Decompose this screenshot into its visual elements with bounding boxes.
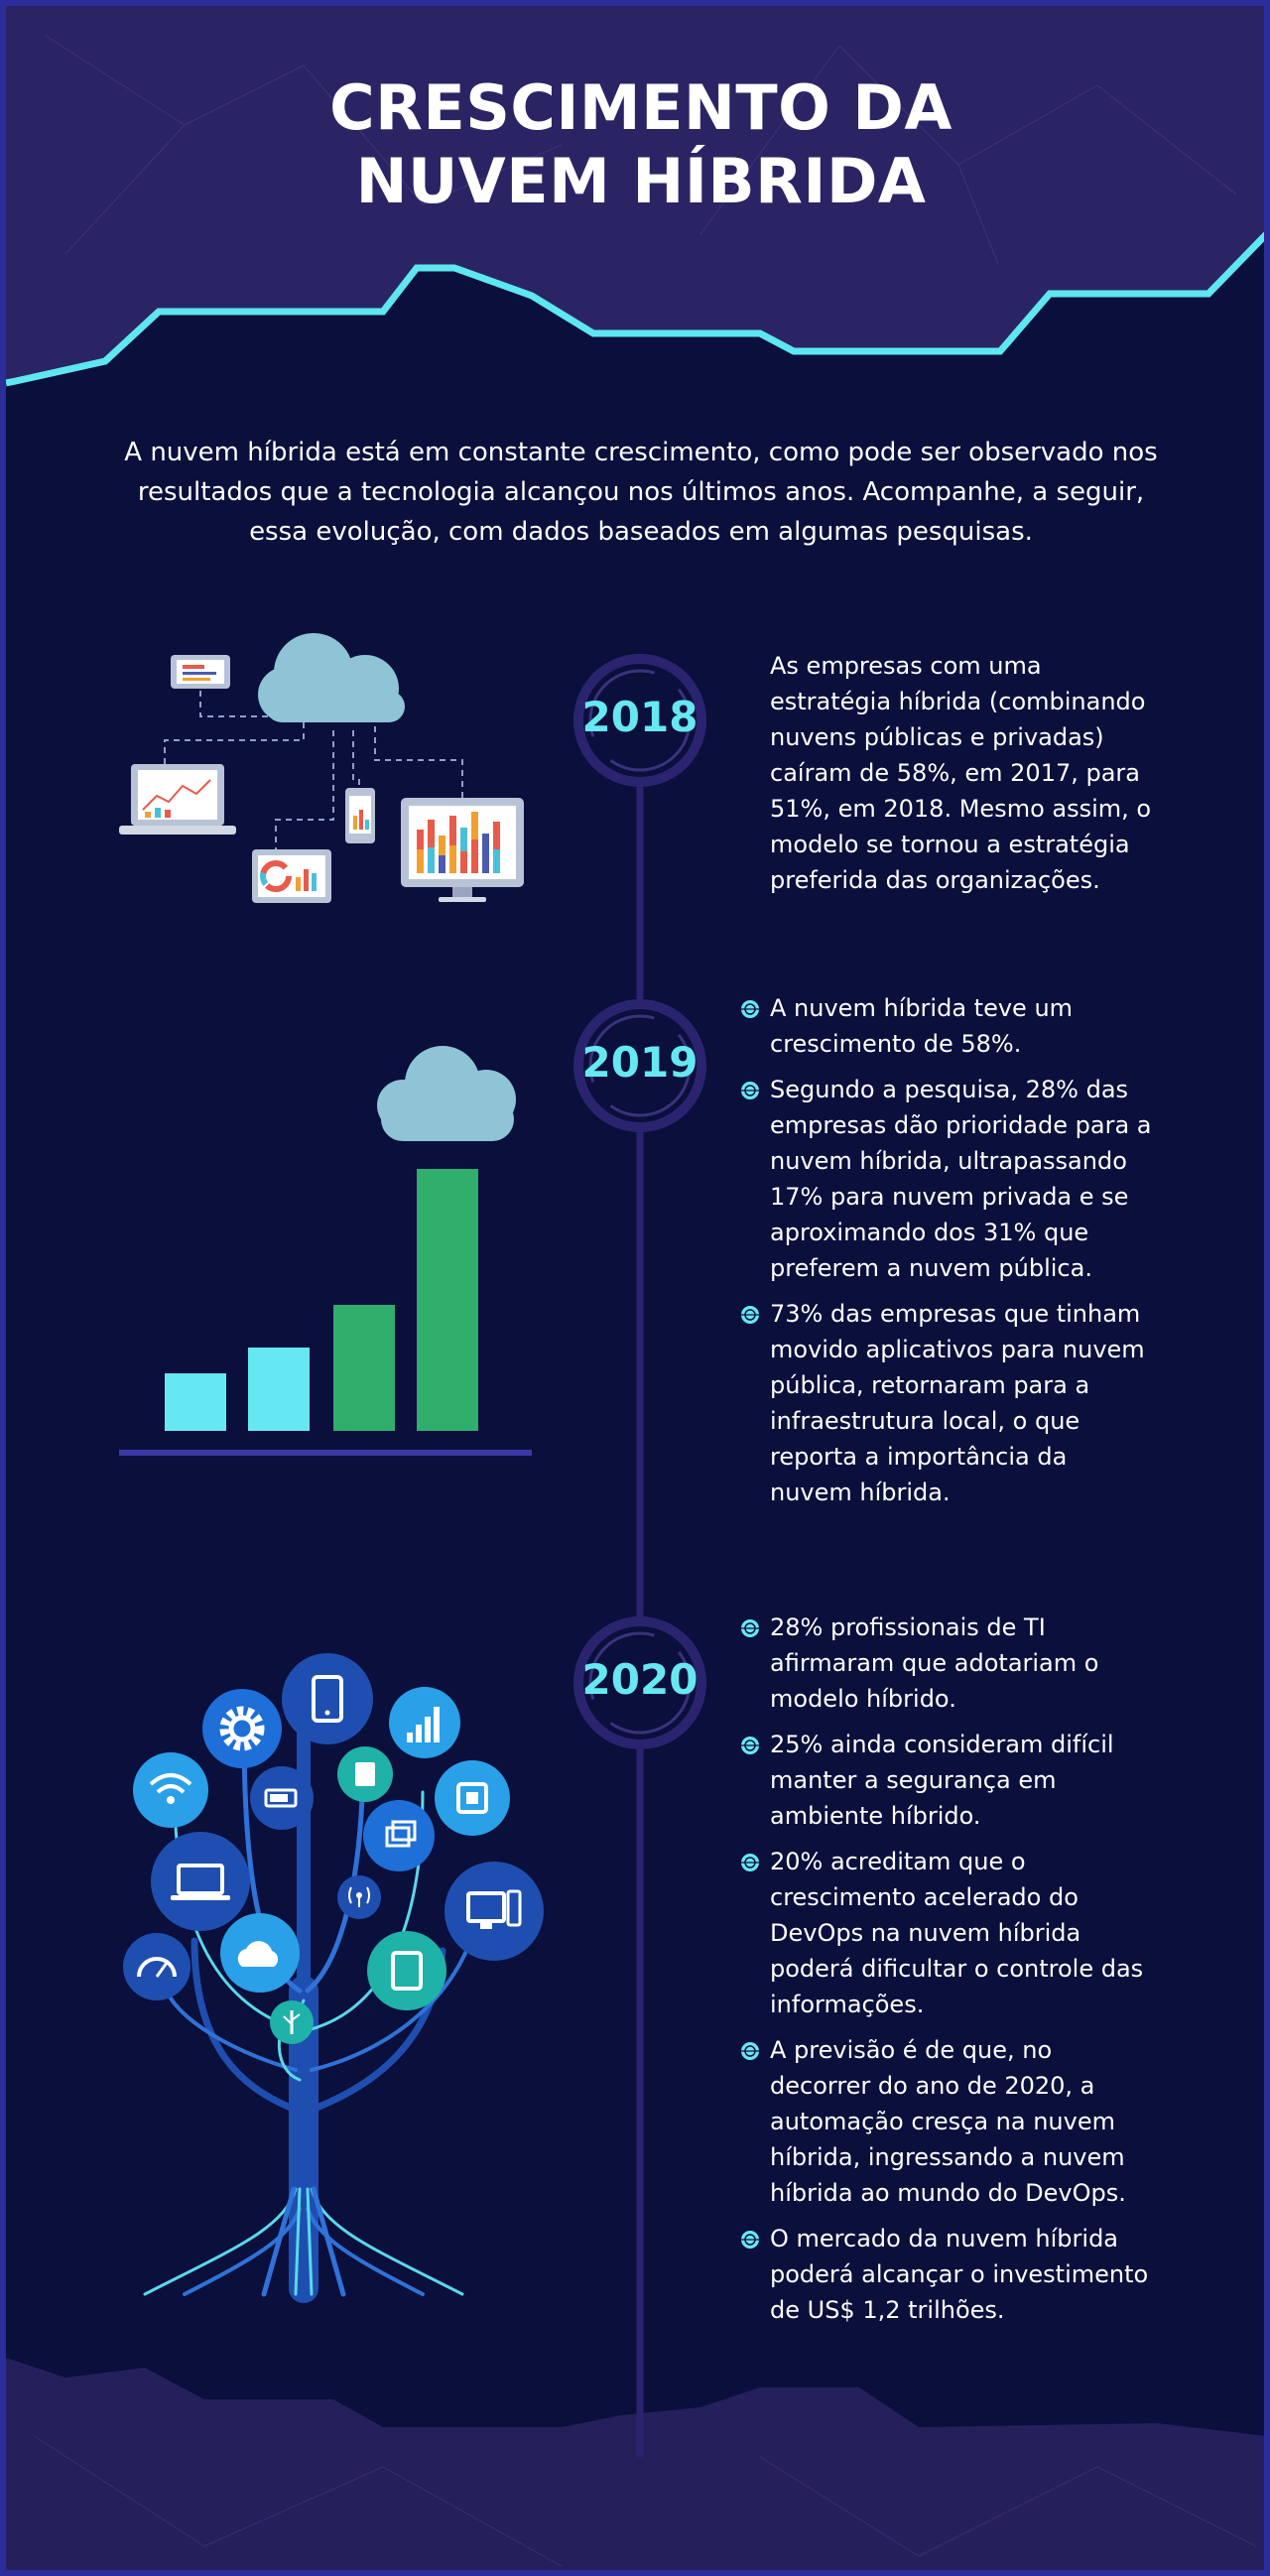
globe-bullet-icon [741,1082,759,1099]
globe-bullet-icon [741,1619,759,1637]
header-band [6,6,1264,383]
gauge-node-icon [123,1933,190,2000]
text-2018-line: modelo se tornou a estratégia [770,831,1130,858]
header-edge-line [6,231,1264,387]
growth-bar [165,1373,226,1431]
tech-tree-illustration [123,1653,544,2303]
growth-bar [248,1348,310,1431]
page-title: CRESCIMENTO DA NUVEM HÍBRIDA [6,71,1264,218]
text-2018-line: 51%, em 2018. Mesmo assim, o [770,795,1152,823]
chip-node-icon [435,1760,510,1836]
year-label-2020: 2020 [581,1655,698,1704]
gear-node-icon [202,1689,282,1768]
laptop-node-icon [151,1832,250,1931]
bullet-2019-2: Segundo a pesquisa, 28% das empresas dão… [740,1072,1167,1286]
intro-paragraph: A nuvem híbrida está em constante cresci… [105,433,1177,552]
growth-bar [417,1169,478,1431]
cloud-icon [258,633,405,722]
text-2018-line: caíram de 58%, em 2017, para [770,759,1141,787]
growth-bars [165,1169,478,1431]
phone-icon [345,788,375,843]
text-2018: As empresas com uma estratégia híbrida (… [770,648,1187,898]
footer-network-pattern [35,2436,1257,2567]
text-2018-line: estratégia híbrida (combinando [770,688,1146,715]
bullet-2020-4: A previsão é de que, no decorrer do ano … [740,2032,1167,2211]
year-ring-2020 [573,1616,706,1749]
text-2018-line: preferida das organizações. [770,866,1100,894]
footer-band [6,2358,1264,2570]
bullet-2019-1: A nuvem híbrida teve um crescimento de 5… [740,990,1167,1062]
tablet-node-icon [367,1931,446,2010]
year-ring-2019 [573,999,706,1132]
bars-baseline [119,1450,532,1456]
bullets-2019: A nuvem híbrida teve um crescimento de 5… [740,990,1167,1520]
intro-line-3: essa evolução, com dados baseados em alg… [249,517,1033,547]
computer-node-icon [444,1862,544,1961]
growth-bar [333,1305,395,1431]
report-tablet-icon [252,849,331,903]
header-network-pattern [45,35,1237,265]
cloud-sync-node-icon [220,1913,300,1993]
page-title-line-1: CRESCIMENTO DA [329,71,952,144]
globe-bullet-icon [741,1737,759,1754]
growth-bars-illustration [119,1046,532,1456]
bullet-2019-3: 73% das empresas que tinham movido aplic… [740,1296,1167,1510]
bullet-2020-2: 25% ainda consideram difícil manter a se… [740,1727,1167,1834]
year-ring-2018 [573,654,706,787]
page-title-line-2: NUVEM HÍBRIDA [355,145,927,217]
background-art [6,6,1264,2570]
text-2018-line: nuvens públicas e privadas) [770,723,1104,751]
bullet-2020-3: 20% acreditam que o crescimento acelerad… [740,1844,1167,2022]
growth-cloud-icon [377,1046,516,1141]
monitor-icon [401,798,524,902]
antenna-node-icon [337,1875,381,1919]
wifi-node-icon [133,1752,208,1828]
globe-bullet-icon [741,1306,759,1324]
tablet-icon [171,655,230,689]
bullets-2020: 28% profissionais de TI afirmaram que ad… [740,1610,1167,2338]
battery-node-icon [250,1766,314,1830]
year-label-2019: 2019 [581,1038,698,1087]
usb-node-icon [270,2000,314,2044]
intro-line-2: resultados que a tecnologia alcançou nos… [137,477,1145,507]
windows-node-icon [363,1800,435,1871]
intro-line-1: A nuvem híbrida está em constante cresci… [124,438,1158,467]
year-label-2018: 2018 [581,693,698,741]
globe-bullet-icon [741,2231,759,2249]
cloud-devices-illustration [119,633,524,903]
bullet-2020-5: O mercado da nuvem híbrida poderá alcanç… [740,2221,1167,2328]
sd-card-node-icon [337,1746,393,1802]
phone-node-icon [282,1653,373,1744]
bullet-2020-1: 28% profissionais de TI afirmaram que ad… [740,1610,1167,1717]
globe-bullet-icon [741,1000,759,1018]
laptop-icon [119,764,236,835]
signal-bars-node-icon [389,1687,460,1758]
text-2018-line: As empresas com uma [770,652,1042,680]
globe-bullet-icon [741,1854,759,1871]
globe-bullet-icon [741,2042,759,2060]
